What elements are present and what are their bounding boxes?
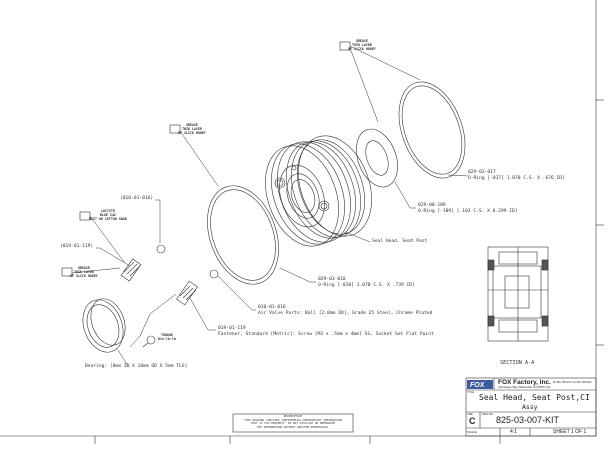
section-a-a-view	[487, 246, 549, 342]
grease-stamp-2	[169, 124, 181, 134]
drawing-title-line2: Assy	[522, 403, 538, 411]
drawing-size: C	[469, 416, 476, 426]
company-address: 130 Hangar Way, Watsonville, CA 95076 US…	[498, 386, 551, 389]
company-name: FOX Factory, Inc.	[498, 379, 551, 386]
bearing	[82, 298, 126, 353]
set-screw-lower	[176, 280, 198, 306]
svg-text:FOX: FOX	[470, 382, 486, 389]
title-label: TITLE	[467, 391, 475, 394]
ball-upper	[156, 244, 166, 254]
set-screw-upper	[120, 258, 142, 282]
drawing-scale: 4:1	[510, 429, 517, 435]
ref-label-ball: (010-01-016)	[120, 196, 154, 201]
section-label: SECTION A-A	[500, 360, 535, 366]
drawing-number: 825-03-007-KIT	[496, 415, 560, 425]
scale-label: SCALE	[467, 430, 477, 434]
grease-stamp-3	[61, 267, 73, 277]
fox-logo	[467, 380, 493, 389]
size-label: SIZE	[467, 413, 473, 416]
drawing-title-line1: Seal Head, Seat Post,CI	[479, 393, 590, 402]
leader-lines	[71, 45, 469, 367]
title-block	[465, 377, 597, 437]
oring-017	[398, 81, 466, 179]
dwg-label: DWG NO	[482, 413, 493, 416]
ref-label-screw: (019-01-119)	[60, 244, 94, 249]
oring-109	[356, 128, 398, 188]
part-label-bearing: Bearing: [8mm ID X 10mm OD X 5mm TLG]	[85, 364, 188, 369]
torque-wrench-icon	[142, 335, 156, 348]
sheet-number: SHEET 1 OF 1	[553, 429, 587, 435]
proprietary-box	[232, 413, 354, 433]
oring-018	[207, 185, 279, 285]
ball-lower	[209, 269, 219, 279]
seal-head	[265, 135, 372, 247]
part-label-seal-head: Seal Head, Seat Post	[372, 239, 428, 244]
company-phone: Ph 831-768-1100 / Fx 831-768-9312	[553, 381, 592, 384]
